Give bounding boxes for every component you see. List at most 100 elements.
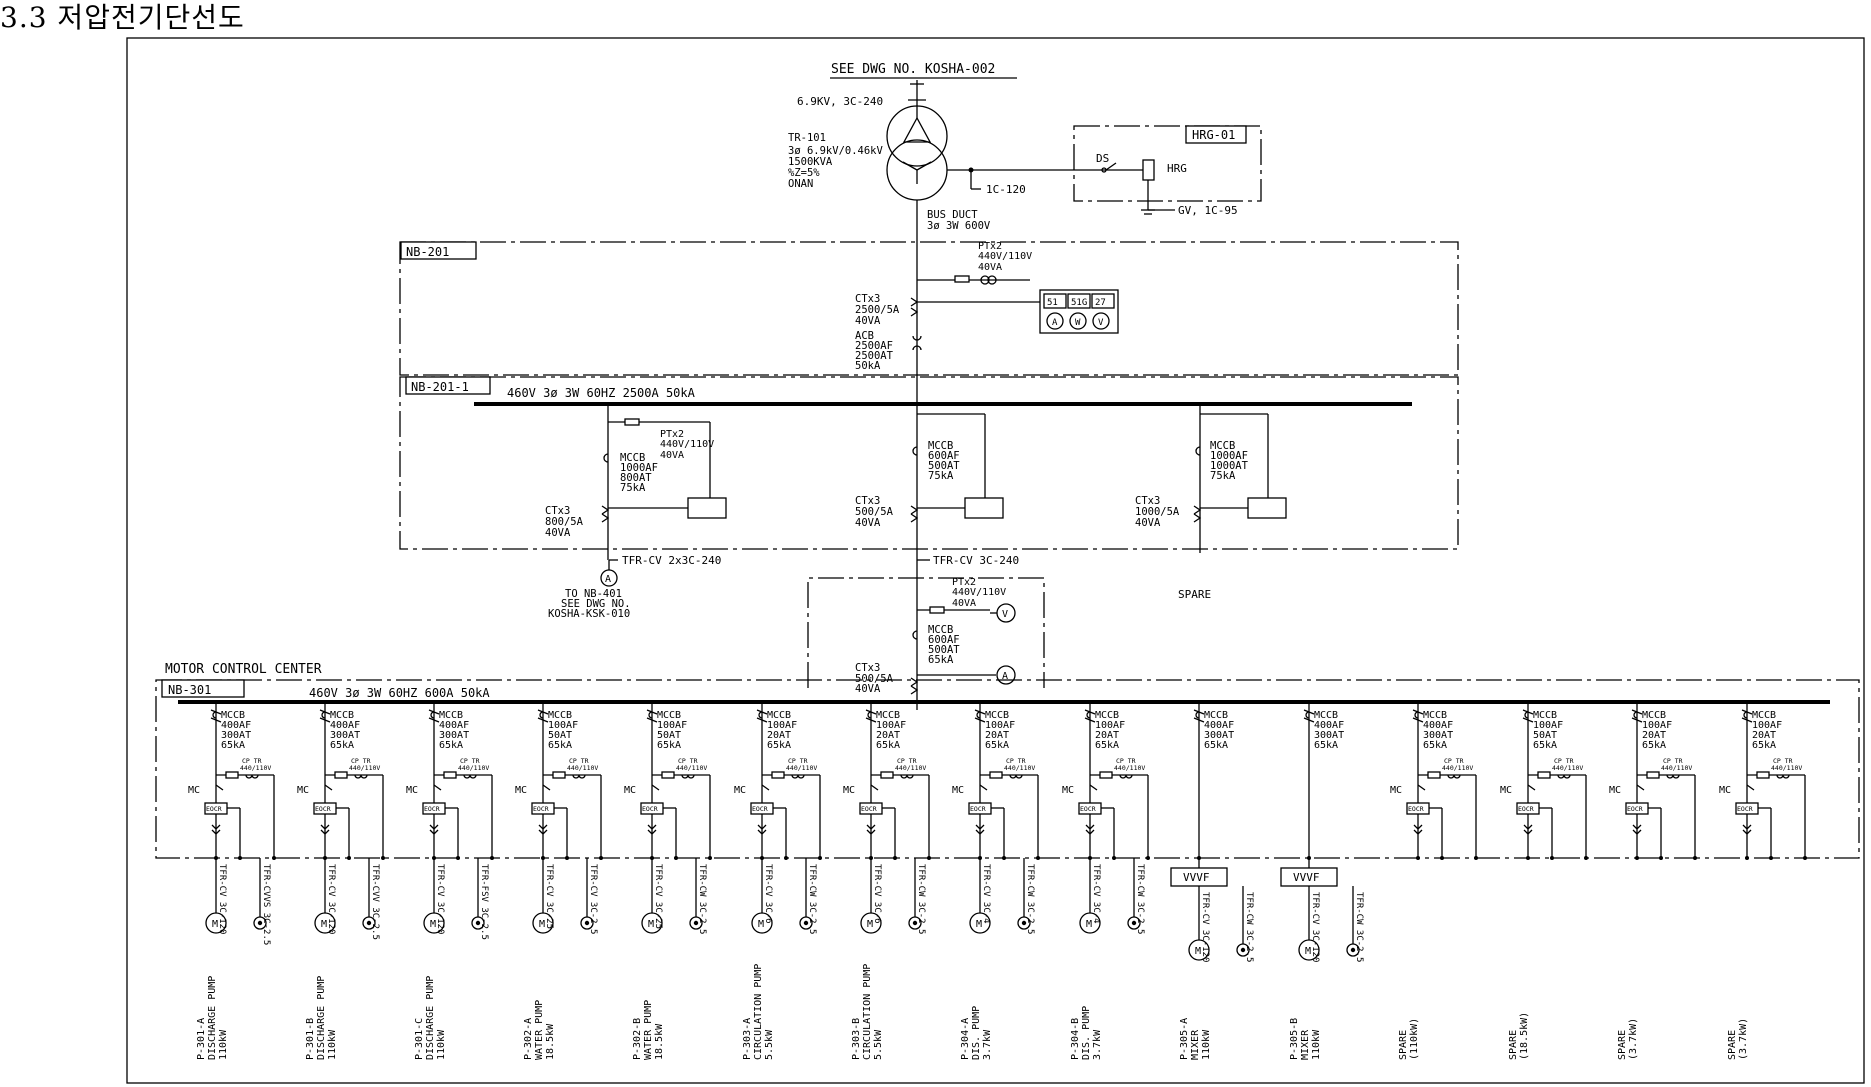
hv-feeder-label: 6.9KV, 3C-240: [797, 95, 883, 108]
f2-ct-3: 40VA: [855, 517, 881, 529]
cptr-label: CP TR: [788, 757, 808, 765]
load-label: DIS. PUMP: [1081, 1006, 1092, 1060]
power-cable: TFR-CV 3C-120: [326, 864, 336, 934]
ct-symbol: [1742, 824, 1752, 835]
load-label: P-305-B: [1289, 1018, 1300, 1060]
f2-ct-2: 500/5A: [855, 506, 894, 518]
control-cable: TFR-CW 3C-2.5: [1354, 892, 1364, 962]
f2-ct-sym: [910, 505, 919, 523]
mccb-rating: 50AT: [657, 730, 681, 741]
mccb-symbol: [756, 709, 768, 723]
cptr-fuse: [1099, 771, 1113, 779]
cptr-fuse: [1537, 771, 1551, 779]
ds-label: DS: [1096, 152, 1109, 165]
motor-label: M: [321, 919, 327, 930]
f1-ct-1: CTx3: [545, 505, 570, 517]
ct-symbol: [975, 824, 985, 835]
cptr-coil: [791, 774, 805, 779]
mccb-rating: MCCB: [1752, 710, 1776, 721]
mc-contact: [215, 784, 224, 791]
nb2011-bus-label: 460V 3ø 3W 60HZ 2500A 50kA: [507, 386, 696, 400]
power-cable: TFR-CV 3C-4: [1091, 864, 1101, 924]
mccb-rating: 400AF: [439, 720, 469, 731]
relay-box: [1043, 293, 1067, 309]
mccb-rating: MCCB: [439, 710, 463, 721]
junction-dot: [1146, 856, 1150, 860]
mc-contact: [1417, 784, 1426, 791]
motor-circle: [969, 912, 991, 934]
load-label: 18.5kW: [545, 1023, 556, 1060]
mccb-rating: 65kA: [1314, 740, 1338, 751]
nb-301-panel: [155, 679, 1860, 859]
relay-box: [1067, 293, 1091, 309]
cptr-label: CP TR: [1554, 757, 1574, 765]
ammeter-label: A: [1002, 671, 1008, 682]
mc-label: MC: [1062, 785, 1074, 796]
eocr-label: EOCR: [642, 805, 658, 813]
mccb-symbol: [428, 709, 440, 723]
cptr-label: CP TR: [1773, 757, 1793, 765]
cptr-fuse: [880, 771, 894, 779]
load-label: P-301-B: [305, 1018, 316, 1060]
busduct-label: BUS DUCT: [927, 209, 978, 221]
nb-201-tag: [400, 241, 477, 260]
nb-201-1-label: NB-201-1: [411, 380, 469, 394]
f3-meter-box: [1247, 497, 1287, 519]
eocr-label: EOCR: [1080, 805, 1096, 813]
local-station-dot: [1350, 947, 1356, 953]
mccb-rating: 65kA: [1095, 740, 1119, 751]
junction-dot: [818, 856, 822, 860]
mccb-rating: 65kA: [985, 740, 1009, 751]
f2-ct-1: CTx3: [855, 495, 880, 507]
mccb-rating: MCCB: [876, 710, 900, 721]
ct-symbol: [1413, 824, 1423, 835]
f3-ct-2: 1000/5A: [1135, 506, 1180, 518]
nb201-pt-3: 40VA: [978, 262, 1002, 273]
mccb-rating: 100AF: [1533, 720, 1563, 731]
ct-symbol: [1632, 824, 1642, 835]
junction-dot: [708, 856, 712, 860]
local-station: [253, 916, 267, 930]
local-station: [471, 916, 485, 930]
mccb-symbol: [1193, 709, 1205, 723]
load-label: SPARE: [1727, 1030, 1738, 1060]
load-label: WATER PUMP: [534, 1000, 545, 1060]
mccb-rating: 20AT: [876, 730, 900, 741]
ammeter: [996, 665, 1016, 685]
mccb-rating: 300AT: [221, 730, 251, 741]
junction-dot: [1416, 856, 1420, 860]
mcc-in-mccb-1: MCCB: [928, 624, 953, 636]
local-station: [689, 916, 703, 930]
load-label: CIRCULATION PUMP: [862, 964, 873, 1060]
cptr-volt: 440/110V: [1442, 764, 1473, 772]
local-station: [1127, 916, 1141, 930]
mc-label: MC: [1609, 785, 1621, 796]
mccb-rating: 65kA: [1752, 740, 1776, 751]
cptr-label: CP TR: [897, 757, 917, 765]
eocr-label: EOCR: [861, 805, 877, 813]
control-cable: TFR-CVV 3C-2.5: [370, 864, 380, 940]
f3-ct-3: 40VA: [1135, 517, 1161, 529]
f2-mccb-sym: [912, 446, 918, 456]
cptr-label: CP TR: [569, 757, 589, 765]
load-label: DIS. PUMP: [971, 1006, 982, 1060]
mc-contact: [870, 784, 879, 791]
f2-mccb-2: 600AF: [928, 450, 960, 462]
control-cable: TFR-CW 3C-2.5: [1135, 864, 1145, 934]
mccb-rating: 50AT: [548, 730, 572, 741]
nb-301-tag: [161, 679, 245, 698]
acb-symbol: [912, 335, 922, 351]
mc-label: MC: [624, 785, 636, 796]
power-cable: TFR-CV 3C-6: [763, 864, 773, 924]
mccb-rating: 100AF: [657, 720, 687, 731]
mc-label: MC: [1390, 785, 1402, 796]
vvvf-label: VVVF: [1183, 871, 1210, 884]
mccb-rating: 400AF: [1423, 720, 1453, 731]
relay-label: 51G: [1071, 298, 1087, 308]
junction-dot: [1036, 856, 1040, 860]
cptr-fuse: [1646, 771, 1660, 779]
junction-dot: [1584, 856, 1588, 860]
cptr-label: CP TR: [460, 757, 480, 765]
tr-impedance: %Z=5%: [788, 167, 820, 179]
mccb-symbol: [1412, 709, 1424, 723]
